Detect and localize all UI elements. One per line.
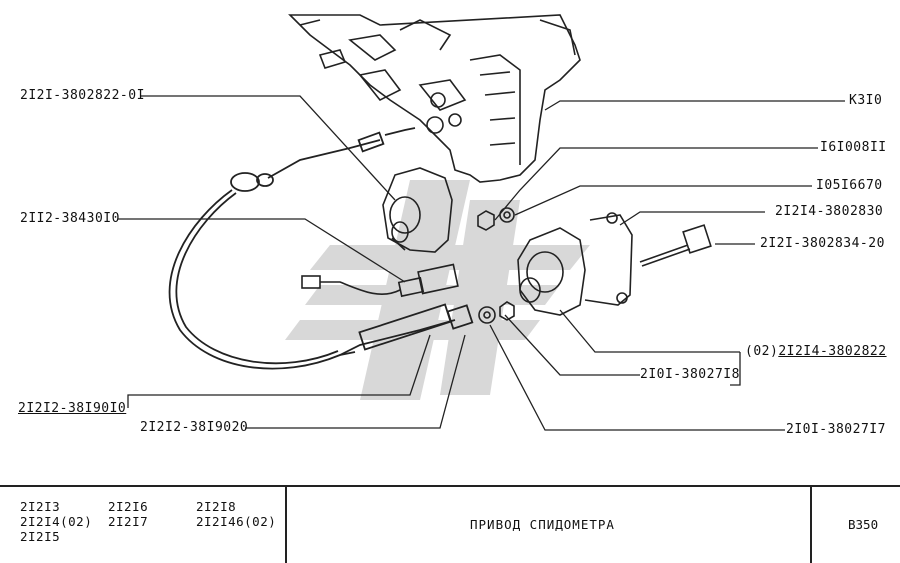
- part-label-gasket: 2I2I4-3802830: [775, 204, 884, 219]
- watermark-logo: [285, 180, 590, 400]
- divider: [285, 487, 287, 563]
- part-label-cable-sub: 2I2I2-38I9020: [140, 420, 249, 435]
- part-label-drive-unit-prefix: (02): [745, 344, 779, 359]
- page-code: B350: [848, 517, 879, 532]
- model-code: 2I2I3: [20, 499, 61, 514]
- speedometer-cable: [168, 127, 474, 370]
- part-label-washer-2: 2I0I-38027I8: [640, 367, 740, 382]
- model-code: 2I2I8: [196, 499, 237, 514]
- model-code: 2I2I46(02): [196, 514, 277, 529]
- speed-sensor: [301, 263, 459, 298]
- drive-unit-right: [517, 212, 633, 316]
- divider: [810, 487, 812, 563]
- part-label-drive-unit: (02)2I2I4-3802822: [745, 344, 887, 359]
- part-label-cable: 2I2I-3802822-0I: [20, 88, 145, 103]
- part-label-driven-gear: 2I2I-3802834-20: [760, 236, 885, 251]
- part-label-cable-assy: 2I2I2-38I90I0: [18, 401, 127, 416]
- part-label-sensor: 2II2-38430I0: [20, 211, 120, 226]
- part-label-ring: 2I0I-38027I7: [786, 422, 886, 437]
- drive-unit-left: [382, 167, 453, 253]
- part-label-drive-unit-number: 2I2I4-3802822: [778, 344, 887, 359]
- model-code: 2I2I5: [20, 529, 61, 544]
- exploded-parts-diagram: [118, 14, 845, 431]
- driven-gear: [639, 224, 712, 267]
- transmission-housing: [288, 14, 581, 183]
- model-code: 2I2I4(02): [20, 514, 93, 529]
- part-label-washer: I05I6670: [816, 178, 883, 193]
- part-label-nut: I6I008II: [820, 140, 887, 155]
- part-label-k310: K3I0: [849, 93, 883, 108]
- page-title: ПРИВОД СПИДОМЕТРА: [470, 517, 615, 532]
- model-code: 2I2I7: [108, 514, 149, 529]
- leader-lines: [118, 95, 845, 431]
- title-block: 2I2I3 2I2I4(02) 2I2I5 2I2I6 2I2I7 2I2I8 …: [0, 485, 900, 563]
- fasteners: [477, 207, 515, 324]
- model-code: 2I2I6: [108, 499, 149, 514]
